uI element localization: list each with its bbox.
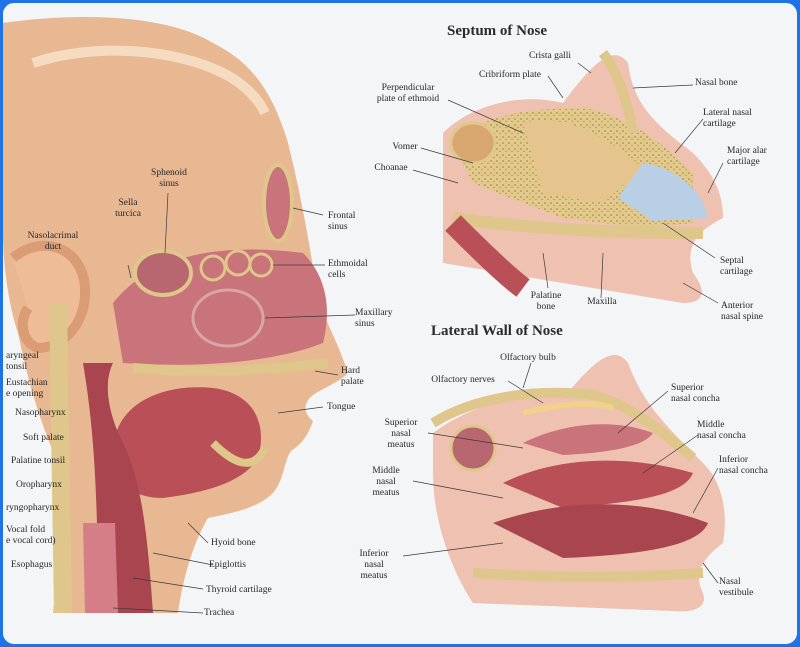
- label-sella-turcica: Sella turcica: [115, 198, 141, 219]
- label-tongue: Tongue: [327, 402, 356, 412]
- label-perpendicular-plate: Perpendicular plate of ethmoid: [376, 83, 440, 104]
- label-laryngopharynx: ryngopharynx: [6, 503, 60, 513]
- hard-palate-shape: [132, 358, 329, 376]
- label-hyoid-bone: Hyoid bone: [211, 538, 256, 548]
- label-nasal-vestibule: Nasal vestibule: [719, 577, 754, 598]
- label-middle-nasal-concha: Middle nasal concha: [697, 420, 746, 441]
- label-pharyngeal-tonsil: aryngeal tonsil: [6, 351, 39, 372]
- lateral-wall-section: [430, 355, 725, 612]
- label-crista-galli: Crista galli: [529, 51, 571, 61]
- label-olfactory-nerves: Olfactory nerves: [431, 375, 495, 385]
- lateral-sphenoid: [449, 424, 497, 472]
- sphenoid-sinus-shape: [133, 249, 193, 297]
- label-vocal-fold: Vocal fold e vocal cord): [6, 525, 56, 546]
- label-hard-palate: Hard palate: [341, 366, 364, 387]
- septum-section: [443, 50, 723, 304]
- label-nasopharynx: Nasopharynx: [15, 408, 66, 418]
- label-superior-nasal-concha: Superior nasal concha: [671, 383, 720, 404]
- sphenoid-in-septum: [449, 121, 497, 165]
- label-frontal-sinus: Frontal sinus: [328, 211, 356, 232]
- trachea-shape: [83, 523, 118, 613]
- label-sphenoid-sinus: Sphenoid sinus: [151, 168, 187, 189]
- label-maxillary-sinus: Maxillary sinus: [355, 308, 393, 329]
- middle-concha-shape: [503, 460, 693, 508]
- frontal-sinus-shape: [262, 163, 294, 243]
- lateral-floor: [472, 568, 704, 582]
- label-middle-nasal-meatus: Middle nasal meatus: [372, 466, 400, 498]
- tongue-shape: [113, 387, 261, 498]
- label-nasolacrimal-duct: Nasolacrimal duct: [27, 231, 79, 252]
- head-section: [3, 17, 348, 614]
- label-lateral-nasal-cartilage: Lateral nasal cartilage: [703, 108, 752, 129]
- label-palatine-bone: Palatine bone: [530, 291, 562, 312]
- label-eustachian-opening: Eustachian e opening: [6, 378, 48, 399]
- septum-floor: [452, 212, 704, 239]
- label-inferior-nasal-meatus: Inferior nasal meatus: [359, 549, 389, 581]
- label-inferior-nasal-concha: Inferior nasal concha: [719, 455, 768, 476]
- label-soft-palate: Soft palate: [23, 433, 64, 443]
- label-anterior-nasal-spine: Anterior nasal spine: [721, 301, 763, 322]
- leader-lines: [112, 62, 724, 614]
- superior-concha-shape: [523, 424, 653, 455]
- label-ethmoidal-cells: Ethmoidal cells: [328, 259, 368, 280]
- anatomy-illustration: [3, 17, 725, 614]
- maxillary-sinus-shape: [191, 288, 265, 348]
- label-palatine-tonsil: Palatine tonsil: [11, 456, 66, 466]
- label-septal-cartilage: Septal cartilage: [720, 256, 753, 277]
- label-vomer: Vomer: [392, 142, 418, 152]
- perpendicular-plate-shape: [523, 120, 643, 203]
- label-oropharynx: Oropharynx: [16, 480, 62, 490]
- septum-soft-palate: [445, 215, 530, 297]
- olfactory-bulb-shape: [522, 400, 614, 416]
- label-thyroid-cartilage: Thyroid cartilage: [206, 585, 272, 595]
- nasal-bone-shape: [598, 50, 638, 134]
- jaw-bone: [210, 440, 269, 467]
- label-olfactory-bulb: Olfactory bulb: [500, 353, 556, 363]
- septal-cartilage-shape: [618, 163, 708, 221]
- label-nasal-bone: Nasal bone: [695, 78, 738, 88]
- skull-top: [31, 45, 270, 116]
- label-cribriform-plate: Cribriform plate: [479, 70, 541, 80]
- spine: [49, 302, 72, 614]
- label-major-alar-cartilage: Major alar cartilage: [727, 146, 767, 167]
- label-esophagus: Esophagus: [11, 560, 53, 570]
- label-choanae: Choanae: [374, 163, 408, 173]
- septum-title: Septum of Nose: [447, 23, 547, 39]
- lateral-wall-title: Lateral Wall of Nose: [431, 323, 563, 339]
- label-trachea: Trachea: [204, 608, 235, 618]
- label-epiglottis: Epiglottis: [209, 560, 246, 570]
- lateral-bone-frame: [430, 387, 697, 462]
- label-superior-nasal-meatus: Superior nasal meatus: [384, 418, 418, 450]
- inferior-concha-shape: [493, 504, 708, 558]
- label-maxilla: Maxilla: [587, 297, 617, 307]
